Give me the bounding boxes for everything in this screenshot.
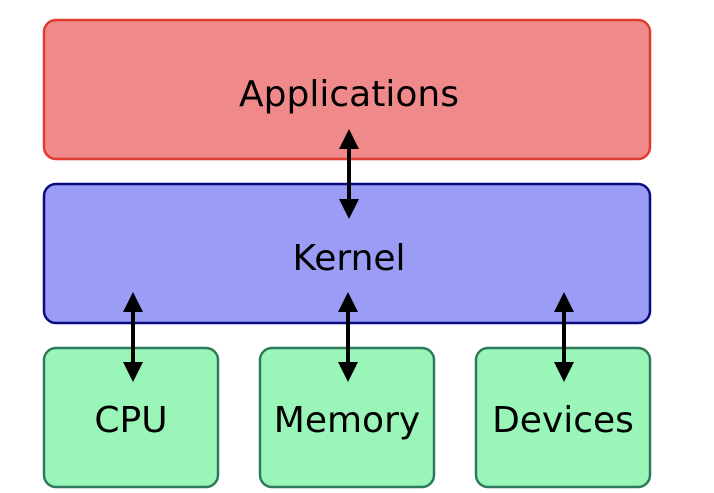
kernel-label: Kernel: [292, 238, 405, 279]
applications-label: Applications: [239, 74, 459, 115]
memory-box: Memory: [258, 346, 436, 489]
devices-box: Devices: [474, 346, 652, 489]
cpu-label: CPU: [94, 400, 167, 441]
applications-box: Applications: [42, 18, 652, 161]
cpu-box: CPU: [42, 346, 220, 489]
devices-label: Devices: [492, 400, 634, 441]
memory-label: Memory: [274, 400, 420, 441]
